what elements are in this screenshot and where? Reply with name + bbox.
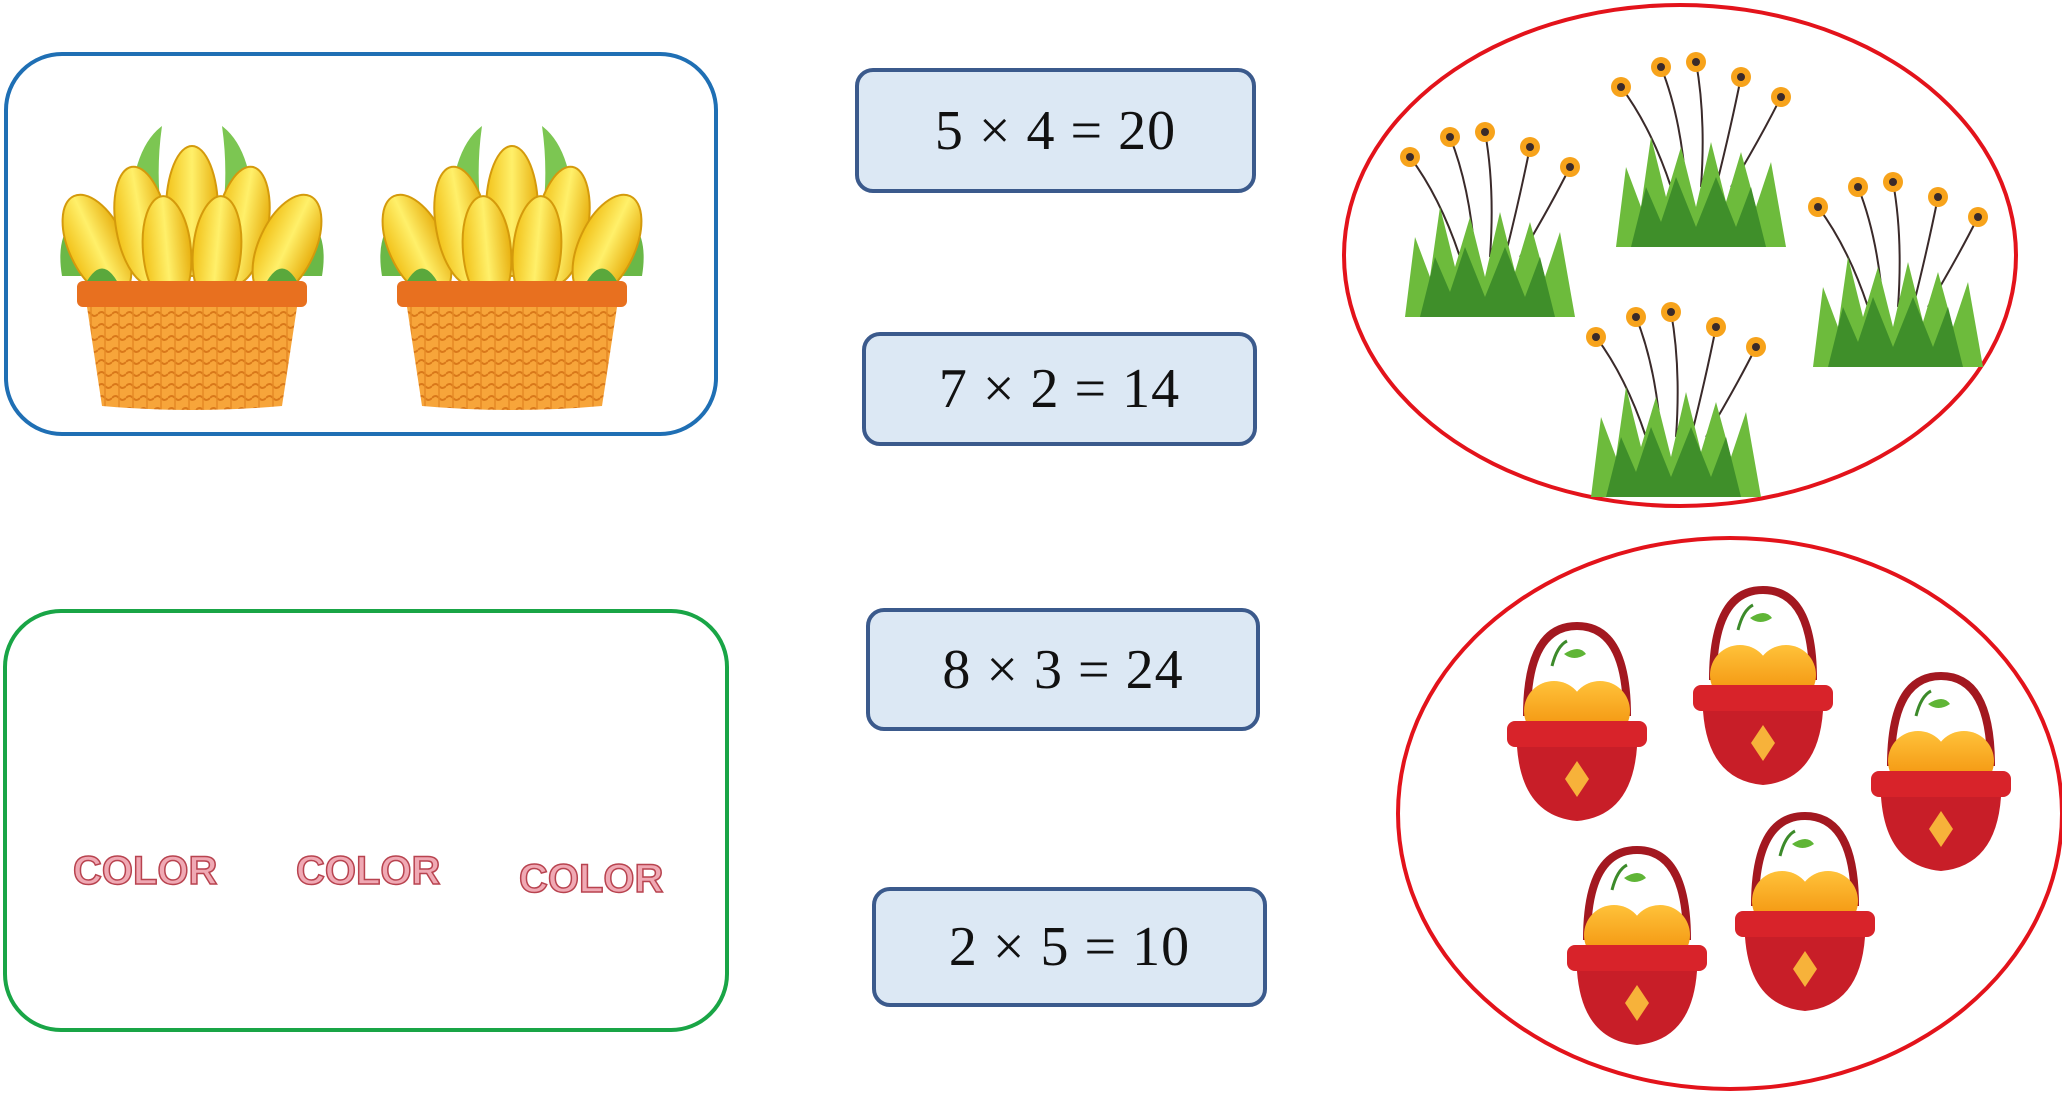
- crayon-box-label: COLOR: [518, 856, 664, 902]
- orange-basket-icon: [1730, 806, 1880, 1016]
- orange-basket-icon: [1866, 666, 2016, 876]
- equation-card-2[interactable]: 7 × 2 = 14: [862, 332, 1257, 446]
- crayon-box-label: COLOR: [295, 848, 441, 894]
- crayon-group-box[interactable]: COLOR COLOR COLOR: [3, 609, 729, 1032]
- equation-card-1[interactable]: 5 × 4 = 20: [855, 68, 1256, 193]
- equation-card-3[interactable]: 8 × 3 = 24: [866, 608, 1260, 731]
- flower-clump-icon: [1601, 47, 1801, 247]
- corn-group-box[interactable]: [4, 52, 718, 436]
- crayon-box-icon: COLOR: [55, 647, 223, 965]
- orange-basket-icon: [1502, 616, 1652, 826]
- orange-basket-icon: [1562, 840, 1712, 1050]
- orange-basket-group-oval[interactable]: [1396, 536, 2062, 1091]
- crayon-box-label: COLOR: [72, 848, 218, 894]
- orange-basket-icon: [1688, 580, 1838, 790]
- flower-clump-icon: [1390, 117, 1590, 317]
- corn-basket-icon: [42, 116, 342, 416]
- flower-clump-icon: [1798, 167, 1998, 367]
- equation-card-4[interactable]: 2 × 5 = 10: [872, 887, 1267, 1007]
- corn-basket-icon: [362, 116, 662, 416]
- flower-group-oval[interactable]: [1342, 3, 2018, 508]
- crayon-box-icon: COLOR: [278, 647, 446, 965]
- crayon-box-icon: COLOR: [501, 655, 669, 973]
- flower-clump-icon: [1576, 297, 1776, 497]
